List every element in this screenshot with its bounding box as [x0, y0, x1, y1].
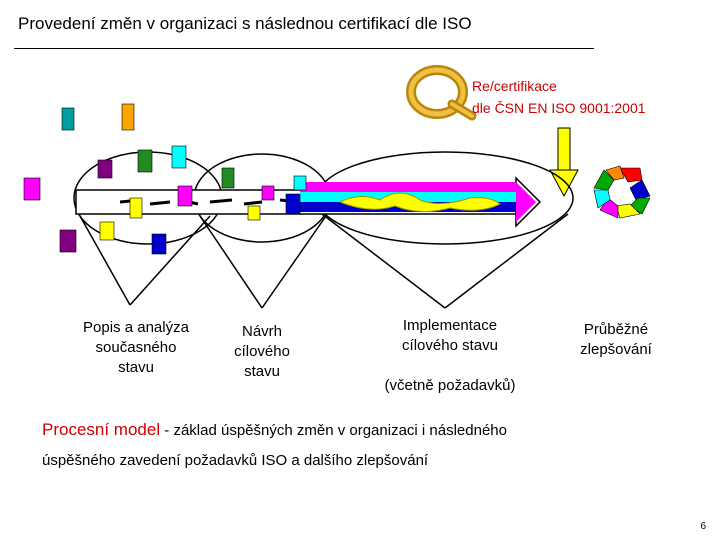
footer-line-1-text: - základ úspěšných změn v organizaci i n… — [160, 422, 507, 439]
footer-highlight: Procesní model — [42, 420, 160, 439]
down-arrow-icon — [550, 128, 578, 196]
certification-line-1: Re/certifikace — [472, 78, 557, 94]
footer-line-2: úspěšného zavedení požadavků ISO a další… — [42, 452, 428, 469]
footer-line-1: Procesní model - základ úspěšných změn v… — [42, 420, 507, 440]
stage-label-implementation: Implementace cílového stavu (včetně poža… — [350, 316, 550, 396]
process-arrow — [76, 178, 540, 226]
stage-label-improvement: Průběžné zlepšování — [556, 320, 676, 360]
improvement-cycle-icon — [594, 166, 650, 218]
page-number: 6 — [700, 521, 706, 532]
puzzle-pieces — [24, 104, 306, 254]
certification-line-2: dle ČSN EN ISO 9001:2001 — [472, 100, 646, 116]
q-logo-icon — [411, 70, 472, 116]
funnel-lines — [80, 214, 568, 308]
stage-label-design: Návrh cílového stavu — [212, 322, 312, 382]
stage-label-analysis: Popis a analýza současného stavu — [56, 318, 216, 378]
